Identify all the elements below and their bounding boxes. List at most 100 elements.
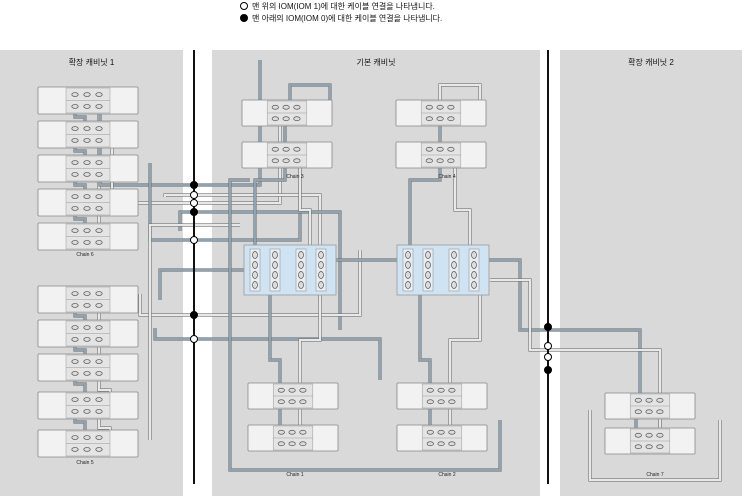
sas-port (645, 409, 653, 415)
disk-enclosure (241, 99, 333, 127)
sas-port (447, 158, 455, 164)
iom1-connection-dot (190, 335, 198, 343)
chain-label: Chain 6 (76, 252, 93, 258)
sas-port (271, 158, 279, 164)
chain-label: Chain 7 (646, 472, 663, 478)
iom1-connection-dot (190, 191, 198, 199)
sas-port (271, 116, 279, 122)
sas-port (288, 387, 296, 393)
sas-port (95, 303, 103, 308)
disk-enclosure (37, 188, 139, 217)
sas-port (288, 399, 296, 405)
hba-port (471, 271, 477, 279)
sas-port (71, 359, 79, 364)
hba-port (252, 281, 258, 289)
sas-cable (454, 165, 471, 250)
sas-port (95, 160, 103, 165)
iom0-connection-dot (190, 208, 198, 216)
iom1-connection-dot (190, 236, 198, 244)
sas-port (71, 228, 79, 233)
sas-port (656, 409, 664, 415)
sas-port (95, 228, 103, 233)
hba-port (451, 251, 457, 259)
sas-cable (419, 295, 431, 390)
sas-port (95, 194, 103, 199)
sas-port (645, 397, 653, 403)
iom1-connection-dot (544, 353, 552, 361)
sas-port (95, 447, 103, 452)
sas-port (83, 240, 91, 245)
legend-item-iom1: 맨 위의 IOM(IOM 1)에 대한 케이블 연결을 나타냅니다. (240, 1, 435, 12)
sas-port (437, 429, 445, 435)
sas-cable (229, 179, 501, 471)
disk-enclosure (37, 120, 139, 149)
sas-port (634, 397, 642, 403)
sas-port (447, 146, 455, 152)
sas-port (634, 409, 642, 415)
sas-port (293, 116, 301, 122)
sas-port (95, 371, 103, 376)
sas-port (95, 240, 103, 245)
hba-port (272, 251, 278, 259)
sas-port (83, 409, 91, 414)
sas-port (436, 146, 444, 152)
disk-enclosure (396, 424, 488, 452)
sas-port (83, 337, 91, 342)
hba-port (318, 271, 324, 279)
sas-cable (179, 211, 341, 330)
sas-port (71, 409, 79, 414)
chain-label: Chain 3 (286, 174, 303, 180)
sas-port (71, 194, 79, 199)
hba-port (318, 261, 324, 269)
legend-text: 맨 아래의 IOM(IOM 0)에 대한 케이블 연결을 나타냅니다. (252, 14, 443, 23)
sas-cable (139, 250, 361, 316)
sas-cable (98, 376, 111, 393)
sas-port (95, 359, 103, 364)
hba-port (298, 281, 304, 289)
hba-port (405, 271, 411, 279)
sas-port (95, 409, 103, 414)
sas-port (71, 126, 79, 131)
sas-port (447, 116, 455, 122)
cabinet-title: 확장 캐비닛 2 (628, 57, 674, 67)
hba-port (318, 281, 324, 289)
hba-port (252, 251, 258, 259)
sas-port (282, 116, 290, 122)
sas-port (448, 399, 456, 405)
sas-port (277, 429, 285, 435)
sas-port (95, 325, 103, 330)
hba-port (471, 281, 477, 289)
sas-port (447, 104, 455, 110)
sas-port (656, 397, 664, 403)
sas-port (71, 206, 79, 211)
sas-cable (154, 328, 381, 380)
sas-port (71, 172, 79, 177)
sas-port (282, 158, 290, 164)
sas-port (71, 337, 79, 342)
hba-port (252, 261, 258, 269)
sas-port (299, 387, 307, 393)
hba-port (272, 261, 278, 269)
sas-port (282, 146, 290, 152)
chain-label: Chain 5 (76, 460, 93, 466)
sas-port (83, 194, 91, 199)
hba-port (298, 261, 304, 269)
sas-cable (589, 410, 721, 481)
hba-card (295, 248, 307, 292)
hba-port (471, 261, 477, 269)
sas-port (656, 444, 664, 450)
sas-port (71, 160, 79, 165)
iom0-connection-dot (190, 181, 198, 189)
iom0-connection-dot (544, 366, 552, 374)
disk-enclosure (247, 382, 339, 410)
filled-circle-icon (240, 14, 248, 22)
cabinet-title: 확장 캐비닛 1 (69, 57, 115, 67)
sas-port (95, 291, 103, 296)
chain-label: Chain 2 (438, 472, 455, 478)
hba-port (298, 251, 304, 259)
sas-port (71, 371, 79, 376)
disk-enclosure (396, 382, 488, 410)
sas-port (71, 291, 79, 296)
sas-port (83, 138, 91, 143)
